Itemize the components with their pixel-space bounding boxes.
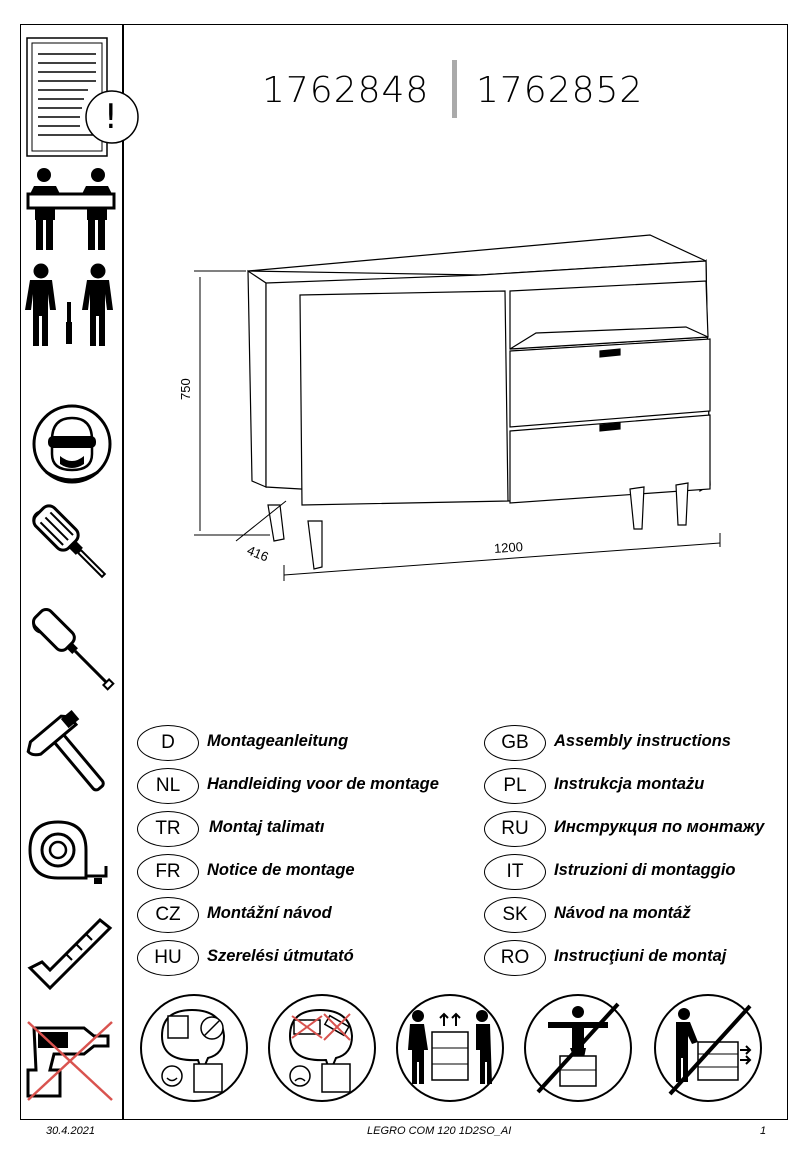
lang-title-hu: Szerelési útmutató xyxy=(207,947,354,965)
lang-title-cz: Montážní návod xyxy=(207,904,332,922)
lang-code-tr: TR xyxy=(137,811,199,847)
lang-title-sk: Návod na montáž xyxy=(554,904,691,922)
dimension-width: 1200 xyxy=(493,539,524,556)
carry-upright-two-people-icon xyxy=(396,994,504,1102)
lang-title-fr: Notice de montage xyxy=(207,861,355,879)
sideboard-drawing xyxy=(194,234,721,581)
lang-title-it: Istruzioni di montaggio xyxy=(554,861,736,879)
flat-screwdriver-icon xyxy=(31,607,115,691)
lang-title-gb: Assembly instructions xyxy=(554,732,731,750)
product-code-1: 1762848 xyxy=(262,70,430,111)
lang-title-tr: Montaj talimatı xyxy=(209,818,325,836)
page-frame xyxy=(20,24,788,1120)
sidebar-divider xyxy=(122,24,124,1120)
lang-code-cz: CZ xyxy=(137,897,199,933)
phillips-screwdriver-icon xyxy=(32,504,107,579)
tape-measure-icon xyxy=(28,820,108,884)
lang-title-ro: Instrucţiuni de montaj xyxy=(554,947,727,965)
lang-code-hu: HU xyxy=(137,940,199,976)
no-power-drill-icon xyxy=(26,1021,113,1101)
do-not-push-furniture-icon xyxy=(654,994,762,1102)
notice-exclamation: ! xyxy=(104,97,118,137)
lang-code-d: D xyxy=(137,725,199,761)
product-code-2: 1762852 xyxy=(476,70,644,111)
two-people-assembly-icon xyxy=(25,263,113,346)
hammer-icon xyxy=(26,709,105,792)
lang-code-ru: RU xyxy=(484,811,546,847)
lang-code-nl: NL xyxy=(137,768,199,804)
lang-title-ru: Инструкция по монтажу xyxy=(554,818,765,836)
lang-code-fr: FR xyxy=(137,854,199,890)
code-separator xyxy=(452,60,457,118)
lang-title-d: Montageanleitung xyxy=(207,732,349,750)
manual-icon xyxy=(26,37,139,157)
safety-goggles-icon xyxy=(32,404,112,484)
footer-model: LEGRO COM 120 1D2SO_AI xyxy=(367,1125,512,1137)
do-not-stand-on-furniture-icon xyxy=(524,994,632,1102)
lang-code-it: IT xyxy=(484,854,546,890)
dimension-height: 750 xyxy=(178,378,193,400)
lang-title-pl: Instrukcja montażu xyxy=(554,775,705,793)
footer-date: 30.4.2021 xyxy=(46,1125,95,1137)
lang-code-sk: SK xyxy=(484,897,546,933)
footer-page-number: 1 xyxy=(760,1125,767,1137)
two-people-carry-icon xyxy=(26,168,116,250)
square-ruler-icon xyxy=(27,917,113,991)
lang-code-gb: GB xyxy=(484,725,546,761)
no-abrasive-cleaner-icon xyxy=(268,994,376,1102)
clean-dry-cloth-icon xyxy=(140,994,248,1102)
lang-title-nl: Handleiding voor de montage xyxy=(207,775,439,793)
lang-code-ro: RO xyxy=(484,940,546,976)
lang-code-pl: PL xyxy=(484,768,546,804)
